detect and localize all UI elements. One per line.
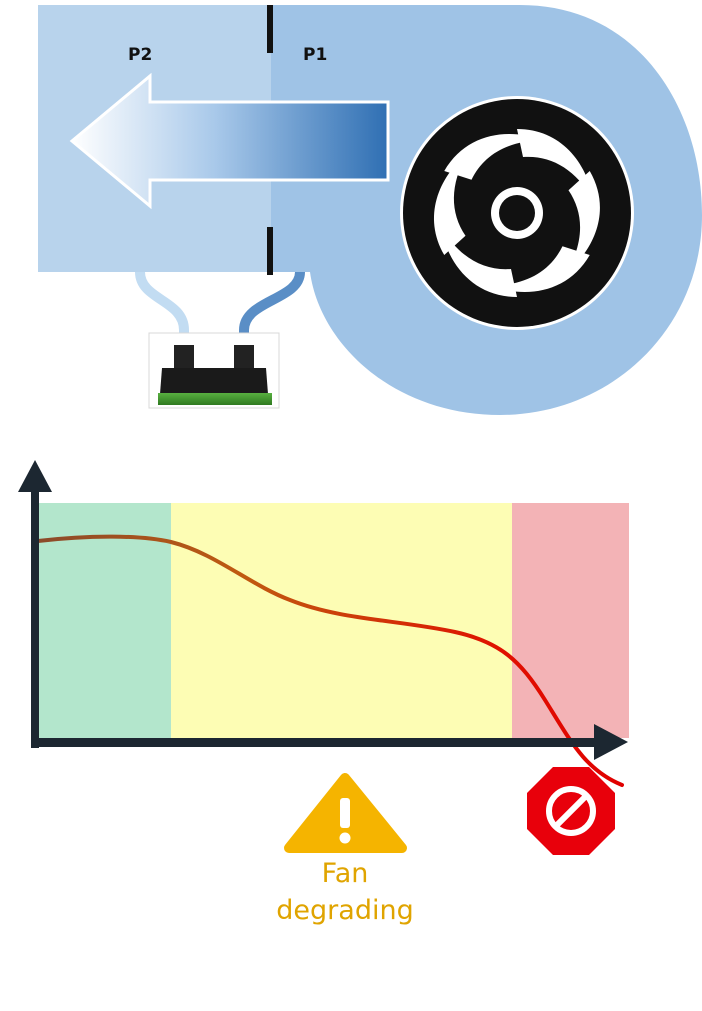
sensor-tube-p2-inner xyxy=(135,271,189,345)
p2-label: P2 xyxy=(128,45,152,65)
p1-label: P1 xyxy=(303,45,327,65)
x-axis xyxy=(31,738,605,747)
y-axis-arrowhead xyxy=(18,460,52,492)
orifice-plate-top xyxy=(267,5,273,53)
zone-warning xyxy=(171,503,512,738)
performance-curve xyxy=(36,534,624,787)
zone-failure xyxy=(512,503,629,738)
zone-healthy xyxy=(38,503,171,738)
orifice-plate-bottom xyxy=(267,227,273,275)
x-axis-arrowhead xyxy=(594,724,628,760)
differential-pressure-sensor-icon xyxy=(148,332,280,409)
y-axis xyxy=(31,480,39,748)
fan-duct-diagram: P2 P1 xyxy=(38,5,702,415)
warning-text-line1: Fan xyxy=(322,858,369,889)
sensor-tube-p1-inner xyxy=(239,271,305,345)
warning-triangle-icon xyxy=(284,773,407,853)
warning-text-line2: degrading xyxy=(276,895,413,926)
fan-degradation-chart: Fan degrading xyxy=(18,460,629,926)
airflow-arrow-icon xyxy=(69,72,390,210)
stop-sign-icon xyxy=(527,767,615,855)
fan-impeller-icon xyxy=(400,96,634,330)
